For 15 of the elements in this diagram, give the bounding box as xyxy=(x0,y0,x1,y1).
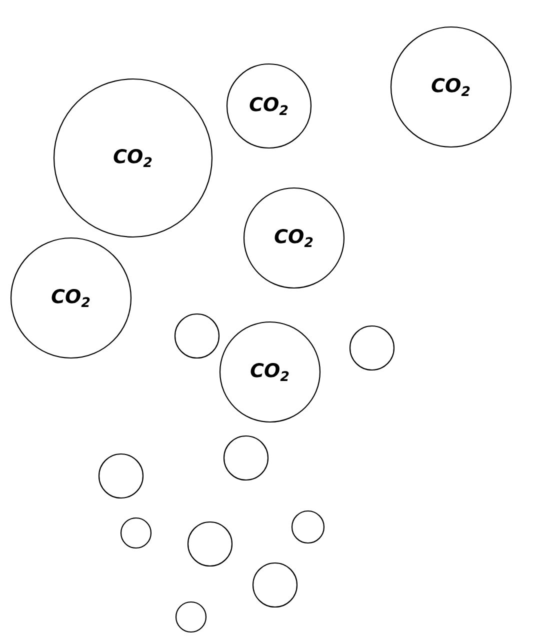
bubble xyxy=(120,517,152,549)
bubble: CO$_{2}$ xyxy=(219,321,321,423)
bubble: CO$_{2}$ xyxy=(243,187,345,289)
bubble: CO$_{2}$ xyxy=(390,26,512,148)
bubble xyxy=(98,453,144,499)
bubble xyxy=(175,601,207,633)
bubble xyxy=(187,521,233,567)
bubble xyxy=(291,510,325,544)
bubble: CO$_{2}$ xyxy=(53,78,213,238)
bubble: CO$_{2}$ xyxy=(10,237,132,359)
bubble: CO$_{2}$ xyxy=(226,63,312,149)
bubble xyxy=(174,313,220,359)
bubble xyxy=(349,325,395,371)
bubble xyxy=(223,435,269,481)
bubble xyxy=(252,562,298,608)
